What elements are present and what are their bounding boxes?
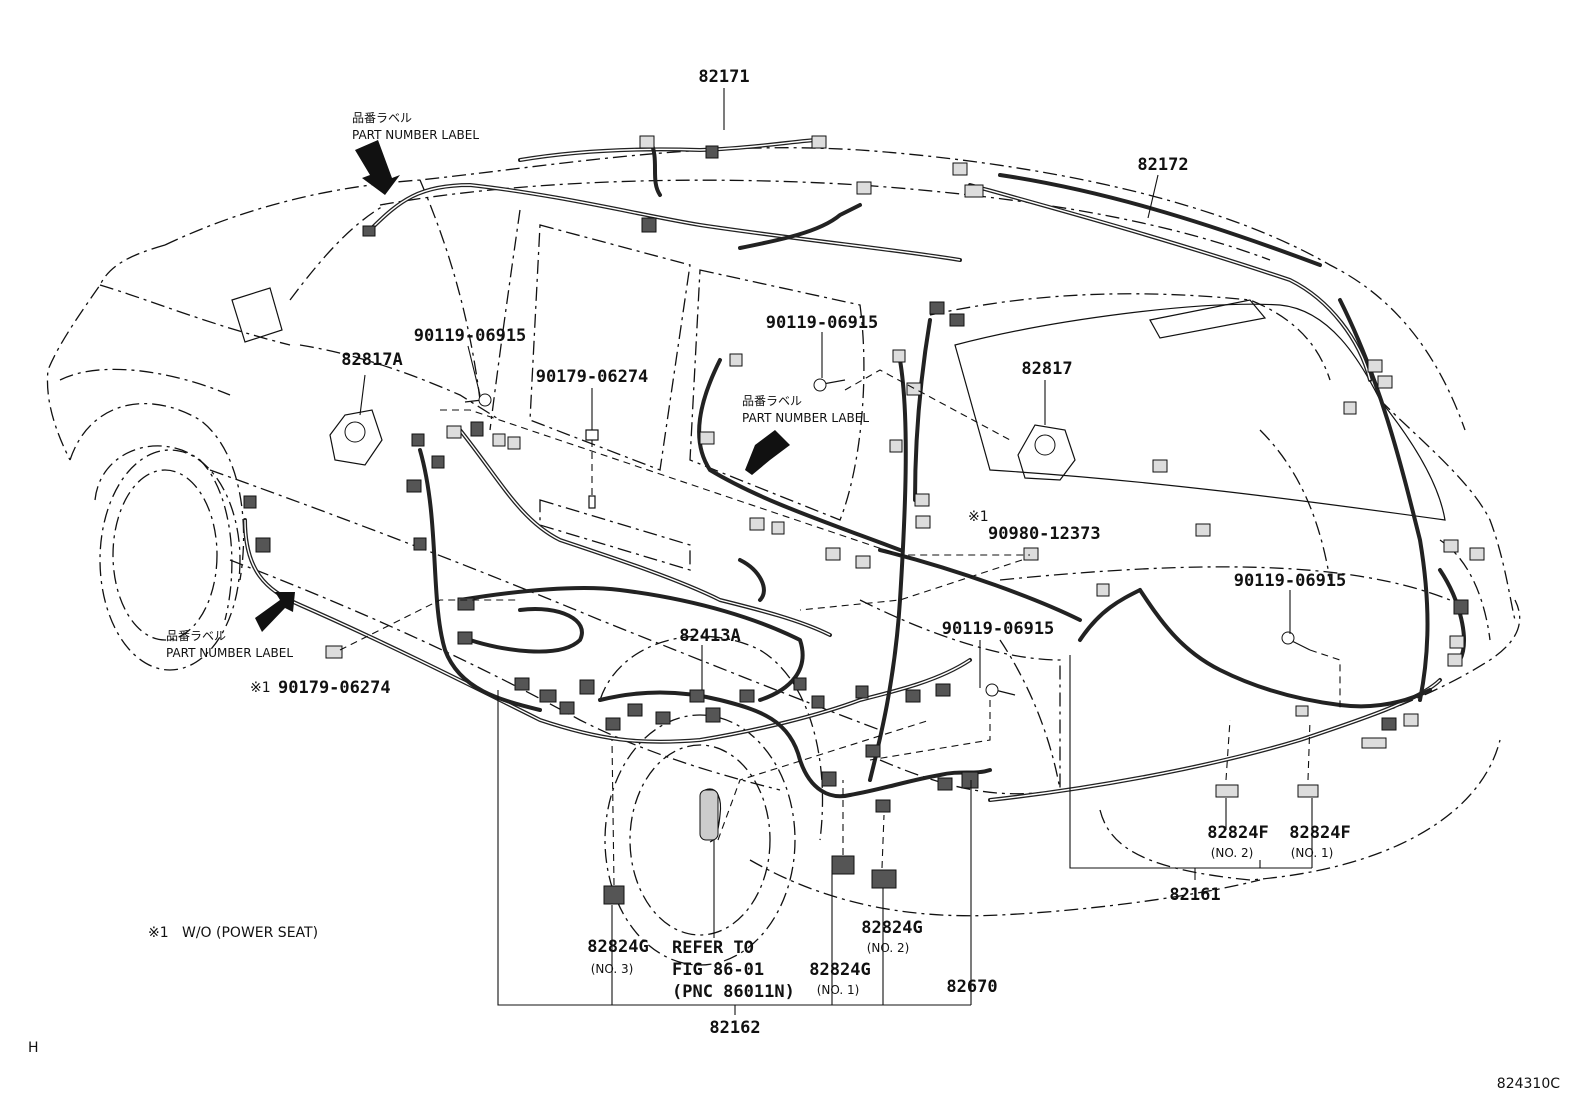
- asterisk-90179: ※1: [250, 680, 271, 696]
- harness-82161-rear: [988, 568, 1466, 802]
- part-number-label-notes: 品番ラベル PART NUMBER LABEL 品番ラベル PART NUMBE…: [166, 111, 869, 660]
- sensor-82817: [1017, 424, 1076, 481]
- vehicle-body-outline: [46, 147, 1521, 966]
- label-82172: 82172: [1137, 155, 1188, 175]
- label-90119-06915-pillar: 90119-06915: [766, 313, 879, 333]
- label-82670: 82670: [946, 977, 997, 997]
- label-90179-06274-center: 90179-06274: [536, 367, 649, 387]
- bolts: [464, 378, 1311, 843]
- sub-labels: (NO. 3) (NO. 1) (NO. 2) (NO. 2) (NO. 1): [591, 846, 1334, 997]
- arrow-pillar: [745, 430, 790, 475]
- part-labels: 82171 82172 82817A 82817 90119-06915 901…: [278, 67, 1351, 1038]
- harness-82162-floor: [243, 428, 992, 799]
- label-refer-pnc: (PNC 86011N): [672, 982, 795, 1002]
- sensor-82817a: [329, 409, 383, 466]
- label-82817: 82817: [1021, 359, 1072, 379]
- sublabel-no3: (NO. 3): [591, 962, 634, 976]
- label-82171: 82171: [698, 67, 749, 87]
- label-90119-06915-floor: 90119-06915: [942, 619, 1055, 639]
- part-label-jp-pillar: 品番ラベル: [742, 394, 802, 408]
- leader-lines: [339, 88, 1341, 1015]
- label-82161: 82161: [1169, 885, 1220, 905]
- figure-code: 824310C: [1497, 1076, 1560, 1092]
- footnote-wo-power-seat: ※1 W/O (POWER SEAT): [148, 925, 318, 941]
- label-90179-06274-floor: 90179-06274: [278, 678, 391, 698]
- harness-pillar-center: [697, 318, 1082, 782]
- label-82824g-no2: 82824G: [861, 918, 922, 938]
- label-82824g-no1: 82824G: [809, 960, 870, 980]
- label-90119-06915-rear: 90119-06915: [1234, 571, 1347, 591]
- part-label-en-roof: PART NUMBER LABEL: [352, 128, 479, 142]
- part-label-en-floor: PART NUMBER LABEL: [166, 646, 293, 660]
- part-label-jp-roof: 品番ラベル: [352, 111, 412, 125]
- harness-82171-roof: [368, 138, 962, 262]
- arrow-floor: [255, 592, 295, 632]
- label-82162: 82162: [709, 1018, 760, 1038]
- sublabel-no2-g: (NO. 2): [867, 941, 910, 955]
- sublabel-no2-f: (NO. 2): [1211, 846, 1254, 860]
- label-refer-fig: FIG 86-01: [672, 960, 764, 980]
- label-90980-12373: 90980-12373: [988, 524, 1101, 544]
- connectors: [243, 135, 1485, 905]
- label-82824f-no1: 82824F: [1289, 823, 1350, 843]
- asterisk-90980: ※1: [968, 509, 989, 525]
- footnotes: ※1 ※1 ※1 W/O (POWER SEAT) H 824310C: [28, 509, 1560, 1092]
- part-label-en-pillar: PART NUMBER LABEL: [742, 411, 869, 425]
- arrow-roof: [355, 140, 400, 195]
- part-label-jp-floor: 品番ラベル: [166, 629, 226, 643]
- part-label-arrows: [255, 140, 790, 632]
- corner-mark-h: H: [28, 1040, 39, 1056]
- sublabel-no1-g: (NO. 1): [817, 983, 860, 997]
- label-82824f-no2: 82824F: [1207, 823, 1268, 843]
- label-82817a: 82817A: [341, 350, 402, 370]
- label-82413a: 82413A: [679, 626, 740, 646]
- label-82824g-no3: 82824G: [587, 937, 648, 957]
- label-90119-06915-front: 90119-06915: [414, 326, 527, 346]
- sublabel-no1-f: (NO. 1): [1291, 846, 1334, 860]
- label-refer-to: REFER TO: [672, 938, 754, 958]
